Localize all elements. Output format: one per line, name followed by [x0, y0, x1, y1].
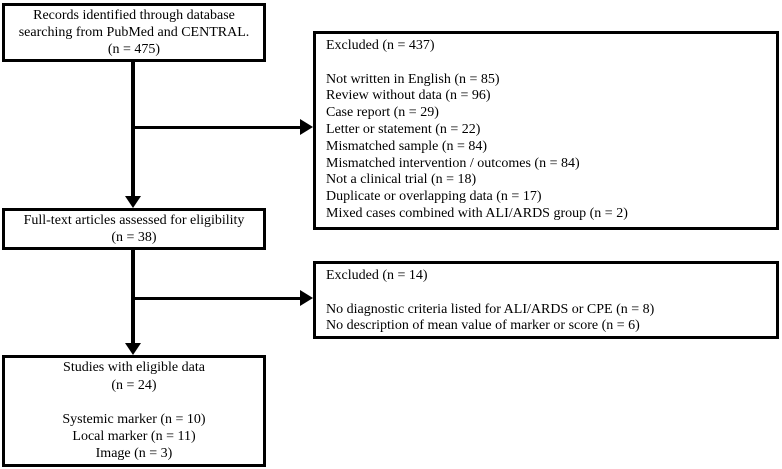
- text-line: Full-text articles assessed for eligibil…: [23, 212, 245, 228]
- eligible-studies-box: Studies with eligible data(n = 24) System…: [2, 355, 266, 467]
- text-line: Image (n = 3): [95, 446, 173, 462]
- text-line: searching from PubMed and CENTRAL.: [18, 24, 250, 40]
- text-line: Local marker (n = 11): [72, 429, 196, 445]
- text-line: [5, 394, 263, 411]
- text-line: Records identified through database: [33, 7, 235, 23]
- right-arrowhead-icon: [300, 290, 313, 306]
- text-line: Not written in English (n = 85): [326, 71, 500, 87]
- text-line: (n = 38): [111, 230, 157, 245]
- text-line: Mixed cases combined with ALI/ARDS group…: [326, 205, 628, 221]
- connector-records-to-fulltext: [131, 62, 135, 197]
- connector-records-to-excluded: [133, 126, 300, 129]
- connector-fulltext-to-eligible: [131, 249, 135, 344]
- text-line: Excluded (n = 14): [326, 268, 428, 283]
- text-line: No description of mean value of marker o…: [326, 318, 640, 334]
- text-line: (n = 475): [107, 42, 161, 58]
- right-arrowhead-icon: [300, 119, 313, 135]
- text-line: Not a clinical trial (n = 18): [326, 172, 477, 188]
- text-line: Duplicate or overlapping data (n = 17): [326, 189, 542, 205]
- text-line: Studies with eligible data: [63, 360, 205, 376]
- text-line: Case report (n = 29): [326, 105, 439, 121]
- text-line: [326, 55, 766, 72]
- text-line: Mismatched sample (n = 84): [326, 138, 488, 154]
- text-line: Excluded (n = 437): [326, 38, 435, 53]
- text-line: Mismatched intervention / outcomes (n = …: [326, 155, 580, 171]
- down-arrowhead-icon: [125, 196, 141, 208]
- text-line: (n = 24): [111, 377, 157, 393]
- fulltext-assessed-box: Full-text articles assessed for eligibil…: [2, 208, 266, 250]
- excluded-records-box: Excluded (n = 437) Not written in English…: [313, 31, 779, 230]
- text-line: Systemic marker (n = 10): [62, 412, 206, 427]
- connector-fulltext-to-excluded: [133, 297, 300, 300]
- text-line: [326, 285, 766, 302]
- down-arrowhead-icon: [125, 343, 141, 355]
- excluded-fulltext-box: Excluded (n = 14) No diagnostic criteria …: [313, 261, 779, 339]
- text-line: Review without data (n = 96): [326, 88, 491, 104]
- text-line: Letter or statement (n = 22): [326, 121, 481, 137]
- text-line: No diagnostic criteria listed for ALI/AR…: [326, 301, 655, 317]
